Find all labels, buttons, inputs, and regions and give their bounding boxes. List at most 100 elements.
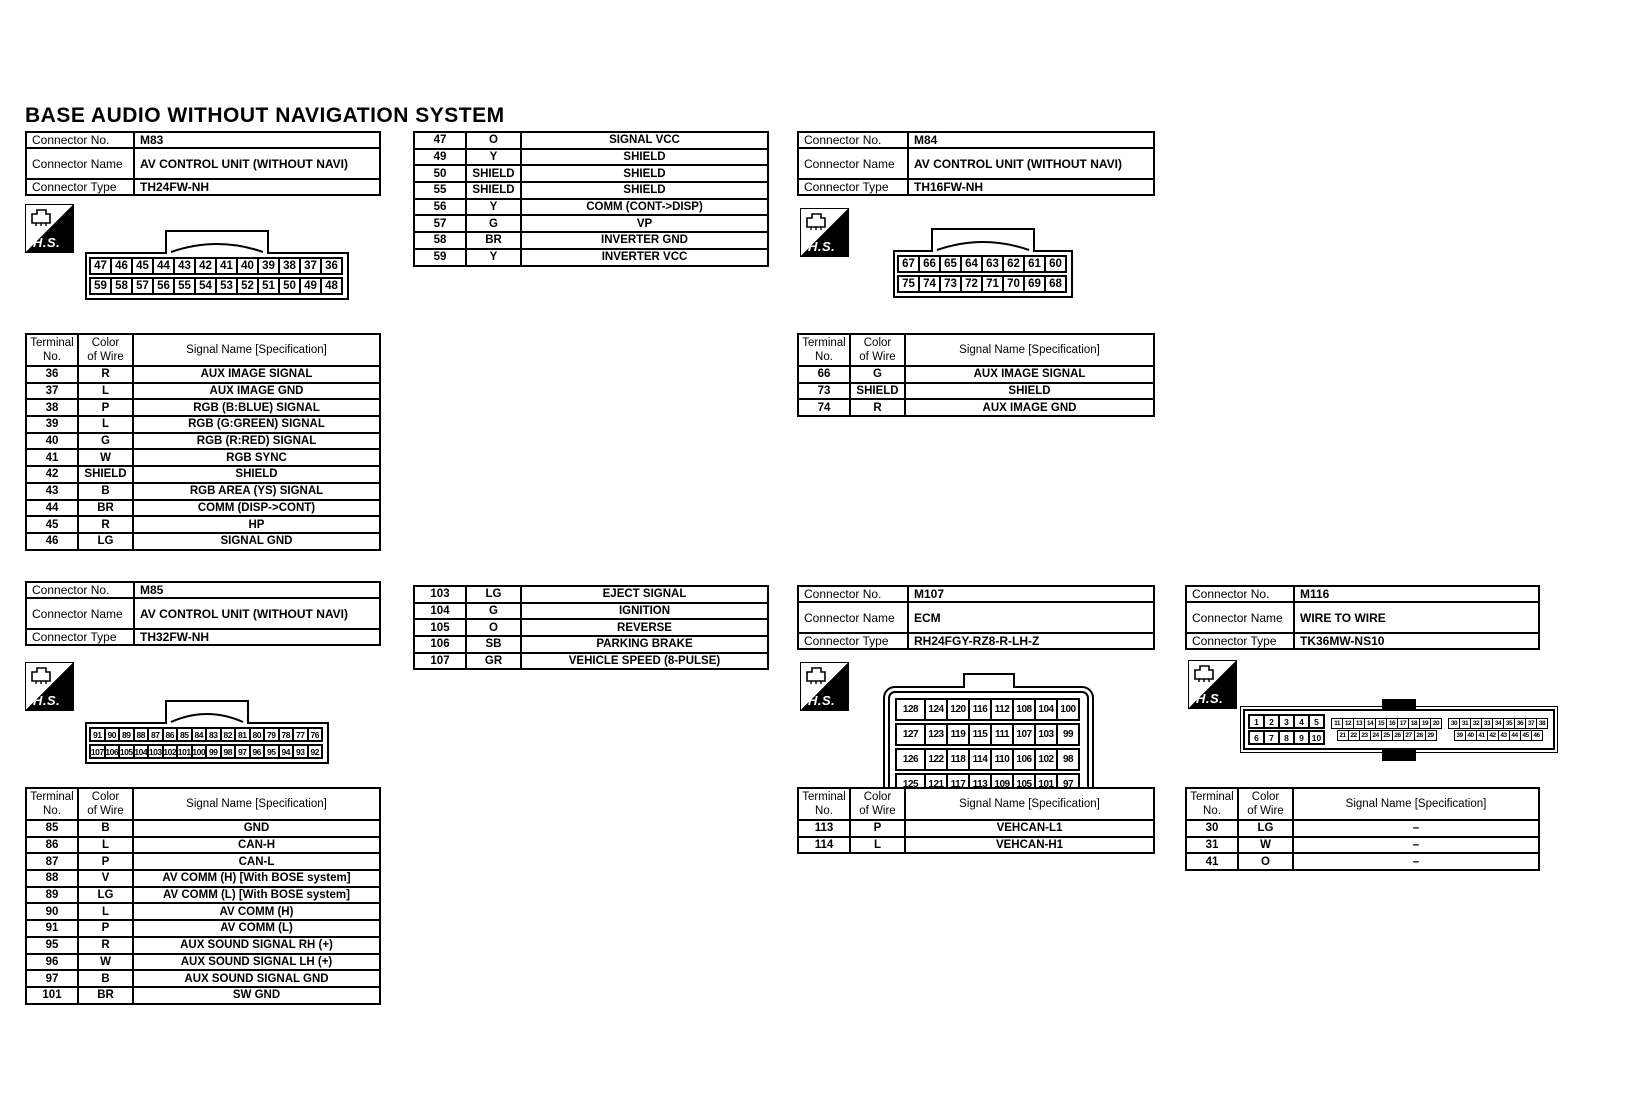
pin-cell: 51 — [257, 277, 280, 295]
terminal-row: 38 P RGB (B:BLUE) SIGNAL — [25, 398, 381, 418]
pin-cell: 72 — [960, 275, 983, 293]
terminal-no: 85 — [25, 819, 79, 838]
signal-name: PARKING BRAKE — [520, 635, 769, 654]
pin-cell: 60 — [1044, 255, 1067, 273]
signal-name: SHIELD — [520, 164, 769, 184]
wire-color: L — [77, 415, 134, 434]
wire-color: O — [465, 618, 522, 638]
pin-cell: 40 — [236, 257, 259, 275]
connector-glyph-icon — [31, 667, 51, 684]
connector-info-m116: Connector No. M116 Connector Name WIRE T… — [1185, 585, 1540, 650]
pin-cell: 46 — [110, 257, 133, 275]
pin-cell: 39 — [257, 257, 280, 275]
pin-cell: 114 — [968, 748, 992, 771]
terminal-no: 49 — [413, 147, 467, 167]
signal-name: REVERSE — [520, 618, 769, 638]
terminal-table-m83-continued: 47 O SIGNAL VCC 49 Y SHIELD 50 SHIELD SH… — [413, 131, 769, 267]
signal-name: EJECT SIGNAL — [520, 585, 769, 604]
connector-name-label: Connector Name — [25, 597, 135, 630]
wire-color-header: Color of Wire — [77, 787, 134, 821]
signal-name: SHIELD — [904, 381, 1155, 401]
terminal-row: 56 Y COMM (CONT->DISP) — [413, 197, 769, 217]
wire-color: SHIELD — [465, 181, 522, 200]
pin-cell: 73 — [939, 275, 962, 293]
hs-icon: H.S. — [25, 204, 74, 253]
terminal-no: 66 — [797, 365, 851, 384]
terminal-row: 47 O SIGNAL VCC — [413, 131, 769, 150]
pin-cell: 5 — [1308, 714, 1325, 729]
terminal-no: 89 — [25, 885, 79, 905]
pin-cell: 66 — [918, 255, 941, 273]
pin-cell: 45 — [131, 257, 154, 275]
terminal-row: 103 LG EJECT SIGNAL — [413, 585, 769, 604]
terminal-table-m83: Terminal No. Color of Wire Signal Name [… — [25, 333, 381, 551]
signal-name: AUX IMAGE SIGNAL — [904, 365, 1155, 384]
terminal-row: 86 L CAN-H — [25, 835, 381, 855]
connector-name-value: WIRE TO WIRE — [1293, 601, 1540, 634]
hs-icon: H.S. — [800, 208, 849, 257]
signal-name: AUX SOUND SIGNAL LH (+) — [132, 952, 381, 972]
connector-tab — [165, 700, 249, 724]
wire-color: P — [77, 398, 134, 418]
pin-cell: 123 — [924, 723, 948, 746]
wire-color: Y — [465, 197, 522, 217]
terminal-row: 36 R AUX IMAGE SIGNAL — [25, 365, 381, 384]
terminal-row: 107 GR VEHICLE SPEED (8-PULSE) — [413, 651, 769, 671]
connector-type-label: Connector Type — [25, 178, 135, 196]
wire-color: R — [77, 515, 134, 534]
wire-color: W — [77, 448, 134, 468]
wire-color: B — [77, 481, 134, 501]
pin-cell: 36 — [320, 257, 343, 275]
pin-cell: 50 — [278, 277, 301, 295]
pin-cell: 65 — [939, 255, 962, 273]
pin-cell: 41 — [215, 257, 238, 275]
connector-type-label: Connector Type — [797, 632, 909, 650]
wire-color: L — [77, 835, 134, 855]
terminal-table-m84: Terminal No. Color of Wire Signal Name [… — [797, 333, 1155, 418]
pin-cell: 119 — [946, 723, 970, 746]
terminal-table-m85-continued: 103 LG EJECT SIGNAL 104 G IGNITION 105 O… — [413, 585, 769, 671]
pin-cell: 110 — [990, 748, 1014, 771]
pin-cell: 48 — [320, 277, 343, 295]
terminal-no: 56 — [413, 197, 467, 217]
pin-cell: 104 — [132, 744, 149, 759]
terminal-no-header: Terminal No. — [25, 787, 79, 821]
terminal-table-m85: Terminal No. Color of Wire Signal Name [… — [25, 787, 381, 1005]
terminal-no: 47 — [413, 131, 467, 150]
pin-cell: 20 — [1430, 718, 1442, 729]
signal-name: IGNITION — [520, 601, 769, 621]
pin-cell: 97 — [234, 744, 251, 759]
terminal-no: 113 — [797, 819, 851, 838]
wire-color-header: Color of Wire — [849, 333, 906, 367]
pin-cell: 42 — [194, 257, 217, 275]
terminal-row: 85 B GND — [25, 819, 381, 838]
pin-cell: 54 — [194, 277, 217, 295]
wire-color: LG — [465, 585, 522, 604]
terminal-row: 49 Y SHIELD — [413, 147, 769, 167]
pin-cell: 59 — [89, 277, 112, 295]
terminal-row: 114 L VEHCAN-H1 — [797, 835, 1155, 855]
connector-no-value: M116 — [1293, 585, 1540, 603]
pin-cell: 76 — [306, 727, 323, 742]
pin-cell: 99 — [1056, 723, 1080, 746]
terminal-no: 105 — [413, 618, 467, 638]
connector-tab — [931, 228, 1035, 252]
terminal-no: 38 — [25, 398, 79, 418]
pin-cell: 29 — [1424, 730, 1437, 741]
hs-label: H.S. — [33, 235, 61, 250]
terminal-row: 59 Y INVERTER VCC — [413, 247, 769, 267]
wire-color: GR — [465, 651, 522, 671]
signal-name: INVERTER VCC — [520, 247, 769, 267]
pin-cell: 118 — [946, 748, 970, 771]
hs-icon: H.S. — [1188, 660, 1237, 709]
connector-no-label: Connector No. — [25, 131, 135, 149]
pin-cell: 68 — [1044, 275, 1067, 293]
signal-name: – — [1292, 835, 1540, 855]
connector-tab — [1382, 699, 1416, 710]
pin-cell: 100 — [1056, 698, 1080, 721]
connector-glyph-icon — [31, 209, 51, 226]
terminal-no: 58 — [413, 231, 467, 250]
